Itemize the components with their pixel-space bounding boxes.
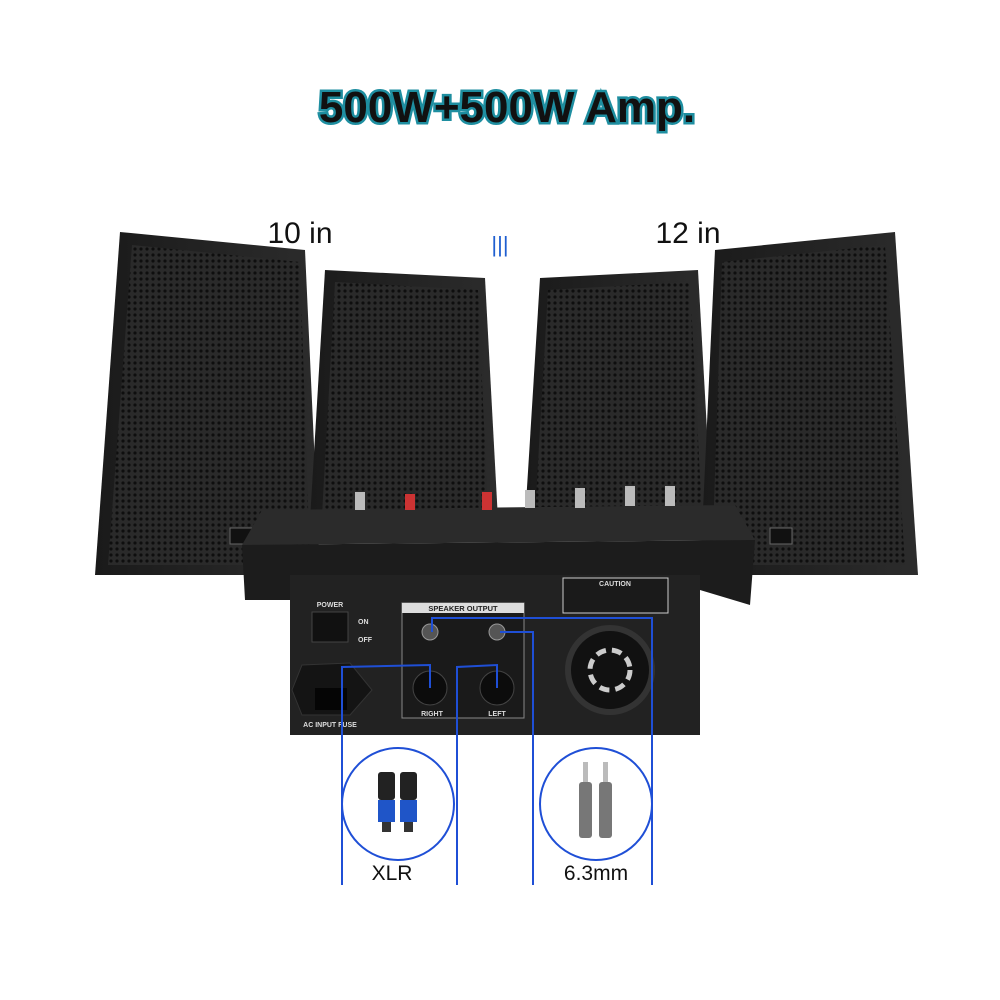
off-label: OFF xyxy=(358,637,373,644)
left-speaker-size: 10 in xyxy=(267,217,332,250)
cooling-fan xyxy=(565,625,655,715)
left-label: LEFT xyxy=(488,711,506,718)
right-speaker-size: 12 in xyxy=(655,217,720,250)
speaker-output-label: SPEAKER OUTPUT xyxy=(428,604,498,613)
jack-output-right xyxy=(421,623,439,641)
jack-label: 6.3mm xyxy=(564,862,628,885)
speaker-12in-outer xyxy=(700,232,918,575)
headline: 500W+500W Amp. xyxy=(319,83,695,132)
power-switch xyxy=(311,611,349,643)
xlr-connector-icon xyxy=(378,772,417,832)
ac-input-label: AC INPUT FUSE xyxy=(303,722,357,729)
speaker-10in-inner xyxy=(310,270,498,520)
speaker-12in-inner xyxy=(525,270,712,520)
caution-sticker xyxy=(562,577,669,614)
power-label: POWER xyxy=(317,602,343,609)
speaker-10in-outer xyxy=(95,232,320,575)
jack-connector-icon xyxy=(579,762,612,838)
callout-lines xyxy=(341,617,653,885)
right-label: RIGHT xyxy=(421,711,444,718)
separator-mark: ||| xyxy=(491,232,508,257)
xlr-label: XLR xyxy=(372,862,413,885)
mixer: POWER ON OFF AC INPUT FUSE SPEAKER OUTPU… xyxy=(242,486,755,735)
caution-label: CAUTION xyxy=(599,581,631,588)
on-label: ON xyxy=(358,619,369,626)
